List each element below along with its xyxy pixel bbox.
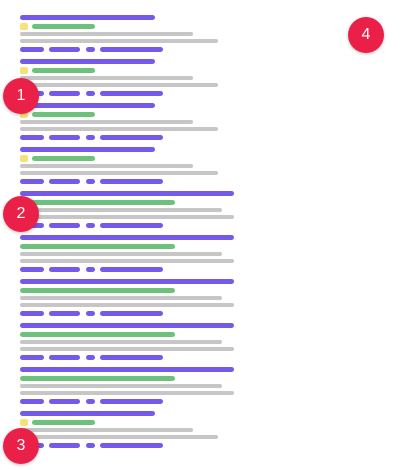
snippet-line-placeholder xyxy=(20,296,222,300)
meta-link-placeholder[interactable] xyxy=(100,135,163,140)
meta-link-placeholder[interactable] xyxy=(100,91,163,96)
meta-link-placeholder[interactable] xyxy=(20,135,44,140)
result-url-placeholder[interactable] xyxy=(32,68,95,73)
snippet-line-placeholder xyxy=(20,384,222,388)
meta-link-placeholder[interactable] xyxy=(49,91,80,96)
meta-link-placeholder[interactable] xyxy=(49,355,80,360)
meta-link-placeholder[interactable] xyxy=(100,443,163,448)
result-title-placeholder[interactable] xyxy=(20,147,155,152)
result-url-placeholder[interactable] xyxy=(32,156,95,161)
meta-link-placeholder[interactable] xyxy=(86,47,95,52)
meta-link-placeholder[interactable] xyxy=(20,179,44,184)
result-url-placeholder[interactable] xyxy=(20,376,175,381)
snippet-line-placeholder xyxy=(20,391,234,395)
result-url-placeholder[interactable] xyxy=(32,420,95,425)
result-title-placeholder[interactable] xyxy=(20,279,234,284)
snippet-line-placeholder xyxy=(20,208,222,212)
result-title-placeholder[interactable] xyxy=(20,323,234,328)
meta-link-placeholder[interactable] xyxy=(86,355,95,360)
result-item-7[interactable] xyxy=(20,279,235,323)
snippet-line-placeholder xyxy=(20,120,193,124)
result-item-3[interactable] xyxy=(20,103,220,147)
marker-badge-2: 2 xyxy=(3,196,39,232)
result-title-placeholder[interactable] xyxy=(20,59,155,64)
snippet-line-placeholder xyxy=(20,347,234,351)
result-title-placeholder[interactable] xyxy=(20,411,155,416)
results-list xyxy=(20,15,240,455)
meta-link-placeholder[interactable] xyxy=(86,399,95,404)
favicon-icon xyxy=(20,419,28,426)
meta-link-placeholder[interactable] xyxy=(49,179,80,184)
meta-link-placeholder[interactable] xyxy=(100,399,163,404)
meta-link-placeholder[interactable] xyxy=(49,311,80,316)
result-title-placeholder[interactable] xyxy=(20,235,234,240)
meta-link-placeholder[interactable] xyxy=(100,311,163,316)
result-item-1[interactable] xyxy=(20,15,220,59)
snippet-line-placeholder xyxy=(20,39,218,43)
result-item-8[interactable] xyxy=(20,323,235,367)
meta-link-placeholder[interactable] xyxy=(86,135,95,140)
favicon-icon xyxy=(20,155,28,162)
favicon-icon xyxy=(20,23,28,30)
meta-link-placeholder[interactable] xyxy=(49,223,80,228)
marker-badge-4: 4 xyxy=(348,17,384,53)
meta-link-placeholder[interactable] xyxy=(100,47,163,52)
result-url-placeholder[interactable] xyxy=(20,332,175,337)
meta-link-placeholder[interactable] xyxy=(100,267,163,272)
snippet-line-placeholder xyxy=(20,127,218,131)
meta-link-placeholder[interactable] xyxy=(20,47,44,52)
meta-link-placeholder[interactable] xyxy=(86,179,95,184)
result-title-placeholder[interactable] xyxy=(20,367,234,372)
snippet-line-placeholder xyxy=(20,171,218,175)
result-item-10[interactable] xyxy=(20,411,220,455)
snippet-line-placeholder xyxy=(20,76,193,80)
snippet-line-placeholder xyxy=(20,303,234,307)
result-title-placeholder[interactable] xyxy=(20,15,155,20)
meta-link-placeholder[interactable] xyxy=(100,179,163,184)
result-url-placeholder[interactable] xyxy=(32,112,95,117)
meta-link-placeholder[interactable] xyxy=(49,267,80,272)
favicon-icon xyxy=(20,111,28,118)
snippet-line-placeholder xyxy=(20,215,234,219)
meta-link-placeholder[interactable] xyxy=(20,267,44,272)
marker-badge-3: 3 xyxy=(3,428,39,464)
result-title-placeholder[interactable] xyxy=(20,103,155,108)
meta-link-placeholder[interactable] xyxy=(86,91,95,96)
result-url-placeholder[interactable] xyxy=(20,288,175,293)
marker-badge-1: 1 xyxy=(3,78,39,114)
snippet-line-placeholder xyxy=(20,164,193,168)
meta-link-placeholder[interactable] xyxy=(100,223,163,228)
meta-link-placeholder[interactable] xyxy=(49,399,80,404)
result-item-5[interactable] xyxy=(20,191,235,235)
meta-link-placeholder[interactable] xyxy=(49,443,80,448)
snippet-line-placeholder xyxy=(20,428,193,432)
snippet-line-placeholder xyxy=(20,32,193,36)
result-item-4[interactable] xyxy=(20,147,220,191)
result-url-placeholder[interactable] xyxy=(20,200,175,205)
snippet-line-placeholder xyxy=(20,252,222,256)
meta-link-placeholder[interactable] xyxy=(86,267,95,272)
meta-link-placeholder[interactable] xyxy=(86,443,95,448)
meta-link-placeholder[interactable] xyxy=(100,355,163,360)
result-item-9[interactable] xyxy=(20,367,235,411)
result-item-6[interactable] xyxy=(20,235,235,279)
result-url-placeholder[interactable] xyxy=(20,244,175,249)
meta-link-placeholder[interactable] xyxy=(20,399,44,404)
snippet-line-placeholder xyxy=(20,340,222,344)
result-item-2[interactable] xyxy=(20,59,220,103)
meta-link-placeholder[interactable] xyxy=(20,355,44,360)
snippet-line-placeholder xyxy=(20,259,234,263)
meta-link-placeholder[interactable] xyxy=(49,47,80,52)
meta-link-placeholder[interactable] xyxy=(86,223,95,228)
favicon-icon xyxy=(20,67,28,74)
meta-link-placeholder[interactable] xyxy=(49,135,80,140)
result-title-placeholder[interactable] xyxy=(20,191,234,196)
meta-link-placeholder[interactable] xyxy=(86,311,95,316)
snippet-line-placeholder xyxy=(20,83,218,87)
meta-link-placeholder[interactable] xyxy=(20,311,44,316)
snippet-line-placeholder xyxy=(20,435,218,439)
result-url-placeholder[interactable] xyxy=(32,24,95,29)
